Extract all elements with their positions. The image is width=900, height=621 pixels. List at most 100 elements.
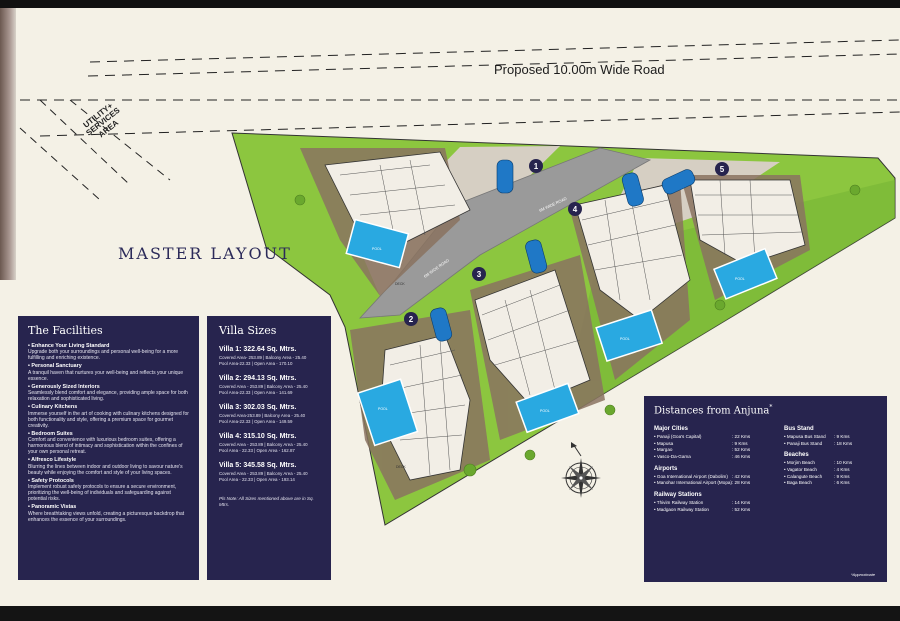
- facility-desc: Comfort and convenience with luxurious b…: [28, 437, 183, 456]
- villa-area-line: Pool Area - 22.33 | Open Area - 193.14: [219, 477, 295, 483]
- place-distance: : 6 Kms: [834, 480, 850, 486]
- facility-desc: Where breathtaking views unfold, creatin…: [28, 510, 185, 523]
- facility-item: • Bedroom Suites Comfort and convenience…: [28, 431, 189, 455]
- place-name: • Vagator Beach: [784, 466, 817, 472]
- place-name: • Morjim Beach: [784, 460, 815, 466]
- pool-label-4: POOL: [620, 337, 630, 341]
- bus-stand-group: Bus Stand • Mapusa Bus Stand : 9 Kms • Pa…: [784, 426, 852, 447]
- facility-item: • Personal Sanctuary A tranquil haven th…: [28, 363, 189, 381]
- facility-item: • Alfresco Lifestyle Blurring the lines …: [28, 457, 189, 475]
- facility-desc: A tranquil haven that nurtures your well…: [28, 369, 184, 382]
- distances-left-column: Major Cities • Panaji (Goa's Capital): 2…: [654, 426, 750, 518]
- facility-desc: Seamlessly blend comfort and elegance, p…: [28, 390, 188, 403]
- villa-title: Villa 1: 322.64 Sq. Mtrs.: [219, 346, 297, 353]
- road-dashed-lines: [19, 39, 900, 201]
- villa-area-line: Covered Area- 253.89 | Balcony Area - 25…: [219, 354, 307, 360]
- pool-label-5: POOL: [735, 277, 745, 281]
- villa-title: Villa 4: 315.10 Sq. Mtrs.: [219, 433, 297, 441]
- beaches-heading: Beaches: [784, 452, 809, 459]
- villa-floorplan-lines: [339, 159, 803, 476]
- facility-item: • Enhance Your Living Standard Upgrade b…: [28, 343, 189, 361]
- facility-title: • Bedroom Suites: [28, 430, 73, 437]
- place-distance: : 9 Kms: [834, 434, 850, 439]
- deck-label-2: DECK: [396, 465, 406, 469]
- place-name: • Madgaon Railway Station: [654, 506, 709, 512]
- distances-panel: Distances from Anjuna* Major Cities • Pa…: [644, 396, 887, 582]
- list-item: • Morjim Beach : 10 Kms: [784, 460, 852, 467]
- villa-area-line: Pool Area-22.33 | Open Area - 149.59: [219, 419, 293, 425]
- place-name: • Calangute Beach: [784, 473, 823, 479]
- list-item: • Vagator Beach : 4 Kms: [784, 467, 852, 474]
- list-item: • Thivim Railway Station : 14 Kms: [654, 500, 750, 507]
- compass-icon: [561, 442, 601, 498]
- place-distance: : 28 Kms: [732, 480, 751, 486]
- place-distance: : 46 Kms: [732, 453, 751, 459]
- bus-stand-heading: Bus Stand: [784, 426, 814, 432]
- list-item: • Calangute Beach : 9 Kms: [784, 474, 852, 481]
- facility-item: • Culinary Kitchens Immerse yourself in …: [28, 404, 189, 428]
- villa-number-4: 4: [573, 205, 578, 214]
- place-name: • Thivim Railway Station: [654, 499, 704, 505]
- place-name: • Vasco-Da-Gama: [654, 453, 691, 459]
- facilities-panel: The Facilities • Enhance Your Living Sta…: [18, 316, 199, 580]
- facility-title: • Safety Protocols: [28, 477, 74, 484]
- deck-label-1: DECK: [395, 282, 405, 286]
- place-name: • Goa International Airport (Dabolim): [654, 473, 728, 479]
- place-distance: : 52 Kms: [732, 506, 751, 512]
- pool-label-2: POOL: [378, 407, 388, 411]
- airports-heading: Airports: [654, 465, 678, 472]
- facility-item: • Panoramic Vistas Where breathtaking vi…: [28, 504, 189, 522]
- list-item: • Madgaon Railway Station : 52 Kms: [654, 507, 750, 514]
- place-name: • Manohar International Airport (Mopa): [654, 480, 732, 486]
- villa-number-5: 5: [720, 165, 725, 174]
- place-distance: : 18 Kms: [834, 440, 853, 446]
- facility-item: • Safety Protocols Implement robust safe…: [28, 478, 189, 502]
- villa-number-markers: [404, 159, 729, 326]
- facility-title: • Generously Sized Interiors: [28, 383, 100, 390]
- road-label: Proposed 10.00m Wide Road: [494, 62, 665, 77]
- facility-title: • Alfresco Lifestyle: [28, 457, 77, 464]
- left-photo-strip: [0, 8, 16, 280]
- list-item: • Mapusa Bus Stand : 9 Kms: [784, 434, 852, 441]
- place-name: • Mapusa Bus Stand: [784, 434, 826, 439]
- facility-desc: Blurring the lines between indoor and ou…: [28, 463, 183, 476]
- trees: [294, 184, 861, 477]
- facility-title: • Panoramic Vistas: [28, 504, 77, 511]
- villa-area-line: Pool Area - 22.33 | Open Area - 162.87: [219, 448, 295, 454]
- place-distance: : 14 Kms: [732, 499, 751, 505]
- villa-entry: Villa 3: 302.03 Sq. Mtrs. Covered Area-2…: [219, 403, 319, 426]
- list-item: • Panaji Bus Stand : 18 Kms: [784, 441, 852, 448]
- facility-item: • Generously Sized Interiors Seamlessly …: [28, 384, 189, 402]
- villa-area-line: Pool Area-22.33 | Open Area - 170.10: [219, 361, 293, 367]
- facility-desc: Immerse yourself in the art of cooking w…: [28, 410, 189, 429]
- list-item: • Margao: 52 Kms: [654, 447, 750, 454]
- cars: [430, 159, 696, 342]
- distances-title: Distances from Anjuna*: [654, 404, 877, 416]
- distances-title-mark: *: [769, 404, 773, 411]
- place-distance: : 10 Kms: [834, 460, 853, 466]
- villa-entry: Villa 5: 345.58 Sq. Mtrs. Covered Area -…: [219, 461, 319, 484]
- list-item: • Panaji (Goa's Capital): 22 Kms: [654, 434, 750, 441]
- place-distance: : 4 Kms: [834, 466, 850, 472]
- place-distance: : 52 Kms: [732, 447, 751, 453]
- villa-number-2: 2: [409, 315, 414, 324]
- villa-number-3: 3: [477, 270, 482, 279]
- airports-group: Airports • Goa International Airport (Da…: [654, 466, 750, 487]
- villa-entry: Villa 1: 322.64 Sq. Mtrs. Covered Area- …: [219, 345, 319, 368]
- villa-area-line: Covered Area-253.89 | Balcony Area - 25.…: [219, 412, 306, 418]
- list-item: • Mapusa: 9 Kms: [654, 441, 750, 448]
- villa-title: Villa 2: 294.13 Sq. Mtrs.: [219, 375, 297, 383]
- villa-title: Villa 3: 302.03 Sq. Mtrs.: [219, 404, 297, 412]
- place-name: • Baga Beach: [784, 480, 812, 486]
- facility-title: • Enhance Your Living Standard: [28, 343, 110, 349]
- facilities-title: The Facilities: [28, 324, 103, 337]
- railway-group: Railway Stations • Thivim Railway Statio…: [654, 492, 750, 513]
- place-distance: : 42 Kms: [732, 473, 751, 479]
- villa-title: Villa 5: 345.58 Sq. Mtrs.: [219, 462, 297, 470]
- facility-desc: Upgrade both your surroundings and perso…: [28, 349, 179, 362]
- place-name: • Mapusa: [654, 440, 674, 446]
- distances-right-column: Bus Stand • Mapusa Bus Stand : 9 Kms • Pa…: [784, 426, 852, 492]
- place-name: • Panaji Bus Stand: [784, 440, 823, 446]
- place-distance: : 9 Kms: [834, 473, 850, 479]
